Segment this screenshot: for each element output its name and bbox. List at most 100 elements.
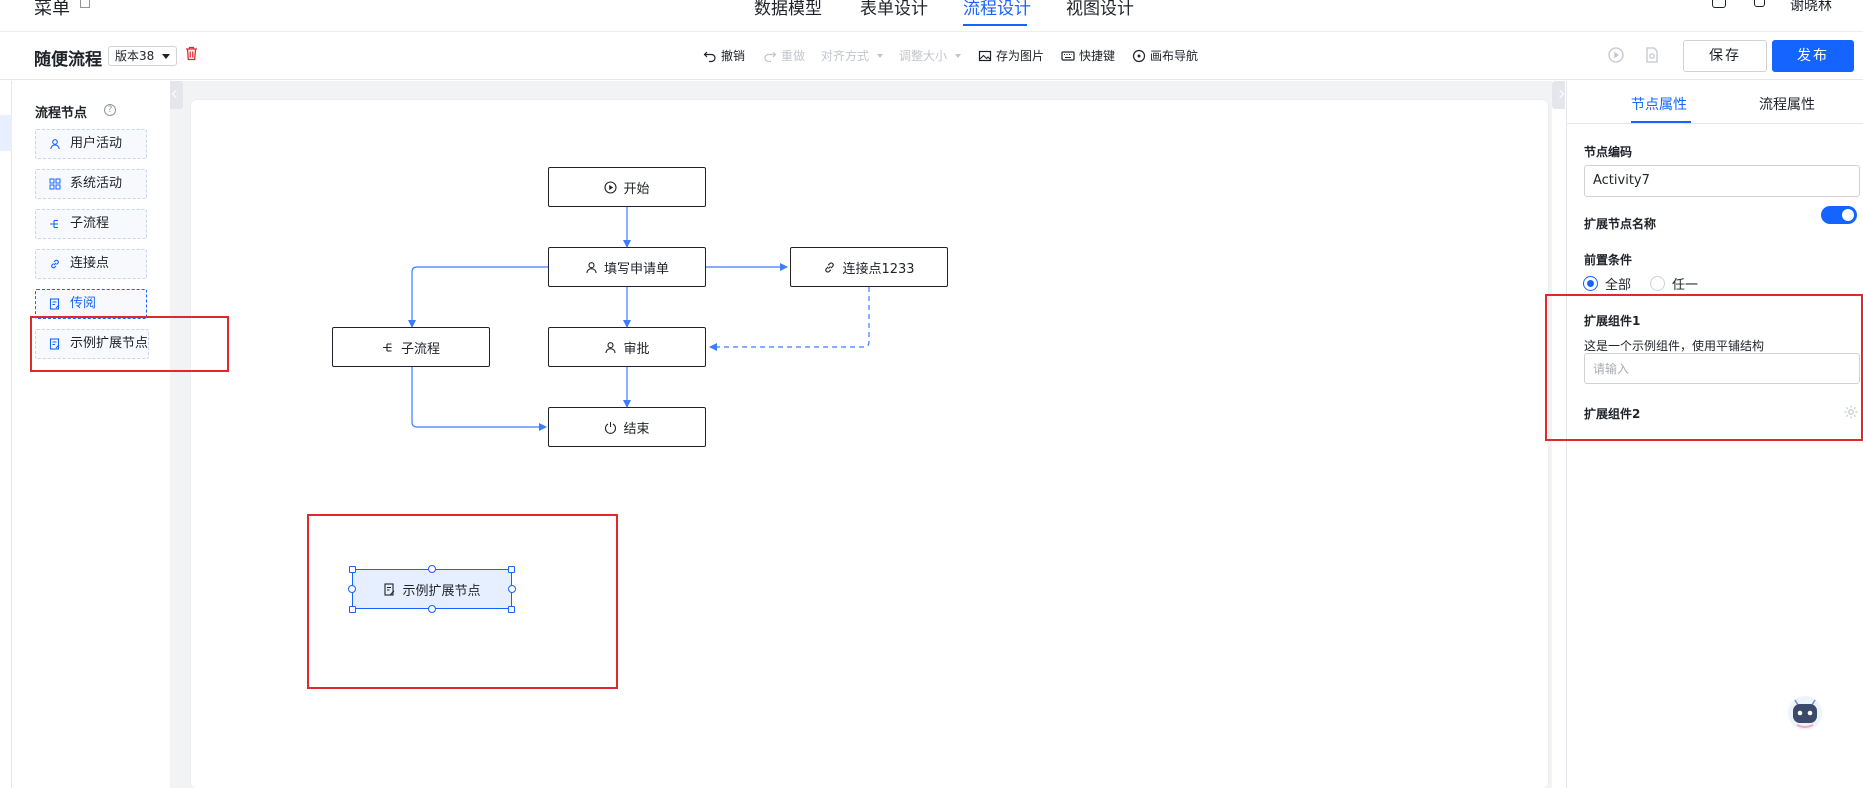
resize-handle[interactable]: [349, 606, 356, 613]
ext1-label: 扩展组件1: [1584, 314, 1641, 328]
ext-name-toggle[interactable]: [1821, 206, 1857, 224]
canvas-nav-label: 画布导航: [1150, 49, 1199, 63]
trash-icon[interactable]: [185, 46, 198, 61]
radio-any[interactable]: [1650, 276, 1665, 291]
node-code-input[interactable]: Activity7: [1584, 165, 1860, 197]
flow-node-end[interactable]: 结束: [548, 407, 706, 447]
undo-button[interactable]: 撤销: [703, 47, 745, 64]
assistant-bot-icon[interactable]: [1785, 692, 1825, 732]
radio-all[interactable]: [1583, 276, 1598, 291]
tabs-divider: [1567, 123, 1863, 124]
tab-flow-properties[interactable]: 流程属性: [1759, 97, 1815, 113]
flow-node-connector[interactable]: 连接点1233: [790, 247, 948, 287]
grid-icon: [49, 178, 61, 190]
tab-data-model[interactable]: 数据模型: [754, 0, 822, 19]
flow-canvas[interactable]: 开始 填写申请单 连接点1233 子流程 审批 结束 示例扩展节点: [191, 100, 1548, 788]
version-select[interactable]: 版本38: [108, 46, 178, 66]
active-tab-indicator: [1631, 121, 1691, 123]
undo-icon: [703, 51, 716, 62]
document-edit-icon: [49, 338, 60, 350]
help-icon[interactable]: ?: [104, 104, 116, 116]
flow-node-label: 结束: [623, 421, 650, 437]
redo-label: 重做: [781, 49, 806, 63]
radio-all-label: 全部: [1605, 278, 1632, 293]
flow-node-example-extension[interactable]: 示例扩展节点: [352, 569, 512, 609]
tab-flow-design[interactable]: 流程设计: [963, 0, 1031, 19]
palette-item-label: 用户活动: [70, 136, 123, 151]
app-title: 菜单: [34, 0, 70, 19]
version-label: 版本38: [115, 49, 155, 63]
canvas-nav-button[interactable]: 画布导航: [1132, 47, 1198, 64]
subprocess-icon: [50, 219, 58, 229]
left-rail-active-marker: [0, 115, 12, 151]
ext1-input[interactable]: 请输入: [1584, 353, 1860, 384]
link-icon: [51, 259, 59, 269]
redo-icon: [764, 51, 777, 62]
run-icon[interactable]: [1607, 46, 1625, 64]
document-edit-icon: [49, 298, 60, 310]
palette-item-system-activity[interactable]: 系统活动: [35, 169, 147, 199]
redo-button[interactable]: 重做: [763, 47, 805, 64]
user-icon: [605, 341, 617, 353]
toolbar: 随便流程 版本38 撤销 重做 对齐方式 调整大小 存为图片 快捷键 画布导航 …: [0, 33, 1863, 80]
power-icon: [605, 421, 617, 434]
headset-icon[interactable]: [1712, 0, 1726, 8]
flow-node-subprocess[interactable]: 子流程: [332, 327, 490, 367]
flow-node-approve[interactable]: 审批: [548, 327, 706, 367]
chevron-down-icon: [955, 53, 962, 58]
gear-icon[interactable]: [1843, 404, 1859, 420]
palette-item-example-extension[interactable]: 示例扩展节点: [35, 329, 149, 359]
align-dropdown[interactable]: 对齐方式: [821, 47, 884, 64]
tab-node-properties[interactable]: 节点属性: [1631, 97, 1687, 113]
flow-edges: [408, 207, 870, 431]
palette-item-user-activity[interactable]: 用户活动: [35, 129, 147, 159]
flow-node-label: 连接点1233: [842, 261, 915, 277]
flow-node-label: 子流程: [400, 341, 440, 357]
tab-view-design[interactable]: 视图设计: [1066, 0, 1134, 19]
node-code-label: 节点编码: [1584, 145, 1633, 159]
collapse-left-panel-handle[interactable]: [170, 81, 183, 109]
left-rail: [0, 81, 12, 788]
connect-handle[interactable]: [428, 605, 436, 613]
document-edit-icon: [384, 582, 395, 596]
tab-form-design[interactable]: 表单设计: [860, 0, 928, 19]
palette-item-label: 传阅: [70, 296, 97, 311]
edge-fill-subprocess: [408, 266, 548, 328]
resize-handle[interactable]: [508, 606, 515, 613]
image-icon: [978, 50, 992, 61]
undo-label: 撤销: [721, 49, 746, 63]
resize-handle[interactable]: [508, 566, 515, 573]
shortcuts-button[interactable]: 快捷键: [1061, 47, 1115, 64]
preview-doc-icon[interactable]: [1643, 46, 1661, 64]
connect-handle[interactable]: [348, 585, 356, 593]
palette-item-circulate[interactable]: 传阅: [35, 289, 147, 319]
link-icon: [825, 261, 835, 273]
save-button[interactable]: 保存: [1683, 40, 1767, 72]
connect-handle[interactable]: [508, 585, 516, 593]
flow-node-fill-form[interactable]: 填写申请单: [548, 247, 706, 287]
collapse-right-panel-handle[interactable]: [1552, 81, 1565, 109]
flow-name: 随便流程: [34, 50, 102, 70]
flow-node-start[interactable]: 开始: [548, 167, 706, 207]
highlight-canvas-extension: [307, 514, 618, 689]
phone-icon[interactable]: [1754, 0, 1765, 7]
highlight-extension-properties: [1545, 294, 1863, 441]
top-nav: 菜单 数据模型 表单设计 流程设计 视图设计 谢晓林: [0, 0, 1863, 32]
user-menu[interactable]: 谢晓林: [1790, 0, 1832, 14]
publish-button[interactable]: 发布: [1772, 40, 1854, 72]
connect-handle[interactable]: [428, 565, 436, 573]
precondition-label: 前置条件: [1584, 253, 1633, 267]
menu-toggle-icon[interactable]: [80, 0, 90, 8]
align-label: 对齐方式: [821, 49, 870, 63]
resize-label: 调整大小: [899, 49, 948, 63]
edge-connector-approve: [709, 287, 870, 351]
highlight-palette-extension: [30, 316, 229, 372]
palette-item-connector[interactable]: 连接点: [35, 249, 147, 279]
play-icon: [604, 180, 618, 194]
resize-handle[interactable]: [349, 566, 356, 573]
palette-item-subprocess[interactable]: 子流程: [35, 209, 147, 239]
save-image-label: 存为图片: [996, 49, 1045, 63]
resize-dropdown[interactable]: 调整大小: [899, 47, 962, 64]
save-image-button[interactable]: 存为图片: [978, 47, 1044, 64]
chevron-down-icon: [877, 53, 884, 58]
